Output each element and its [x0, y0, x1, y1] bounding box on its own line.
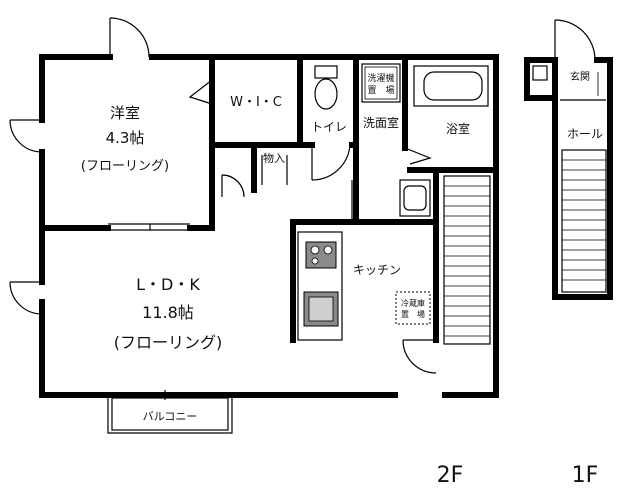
kitchen-label: キッチン: [353, 263, 401, 277]
storage-label: 物入: [263, 151, 285, 165]
western-room-name: 洋室: [110, 104, 140, 122]
ldk-floor: (フローリング): [114, 333, 223, 352]
floor-1f: [524, 19, 613, 300]
floor-label-2f: 2F: [437, 463, 464, 488]
bathroom-label: 浴室: [446, 121, 470, 136]
bathtub-icon: [413, 65, 489, 107]
washer-space-label-1: 洗濯機: [367, 72, 394, 84]
doors-2f: [9, 17, 437, 374]
balcony-label: バルコニー: [143, 410, 198, 423]
fridge-space-label-1: 冷蔵庫: [401, 298, 425, 308]
fridge-space-label-2: 置 場: [401, 309, 425, 319]
entrance-label: 玄関: [570, 70, 590, 83]
wic-label: W・I・C: [230, 95, 282, 110]
washbasin-icon: [399, 179, 431, 217]
washroom-label: 洗面室: [363, 115, 399, 130]
western-room-floor: (フローリング): [81, 159, 169, 174]
floor-label-1f: 1F: [572, 463, 599, 488]
ldk-size: 11.8帖: [142, 303, 194, 322]
kitchen-counter: [297, 231, 343, 341]
toilet-label: トイレ: [311, 120, 347, 134]
exterior-walls-2f: [39, 54, 499, 398]
balcony: [107, 390, 233, 434]
fridge-space: [395, 291, 431, 325]
stairs-2f: [443, 175, 491, 345]
washer-space: [361, 63, 401, 103]
toilet-icon: [314, 65, 338, 110]
western-room-size: 4.3帖: [106, 129, 145, 147]
ldk-name: L・D・K: [136, 275, 200, 294]
washer-space-label-2: 置 場: [367, 84, 394, 96]
hall-label: ホール: [567, 127, 603, 141]
